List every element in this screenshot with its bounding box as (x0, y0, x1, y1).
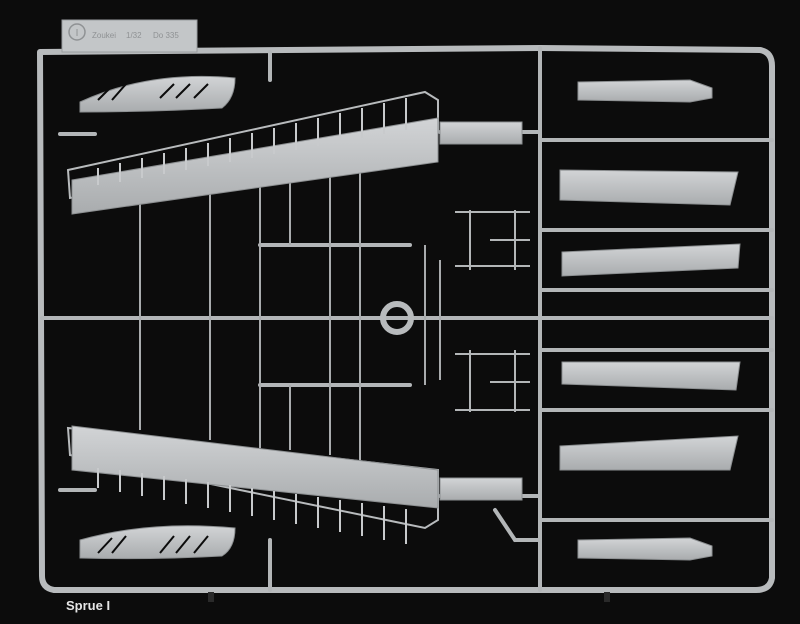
center-ring (380, 301, 414, 335)
tab-brand-marking: Zoukei (92, 31, 116, 40)
tab-scale-marking: 1/32 (126, 31, 142, 40)
sprue-frame (37, 45, 775, 593)
upper-bay-frame (79, 75, 236, 113)
sprue-runners (40, 46, 774, 592)
upper-wing-spar (66, 90, 523, 215)
lower-bay-frame (79, 525, 236, 560)
right-parts (559, 79, 741, 561)
center-small-parts (455, 210, 530, 412)
sprue-caption: Sprue I (66, 598, 111, 613)
lower-wing-spar (66, 425, 523, 544)
svg-text:I: I (76, 28, 79, 39)
sprue-pegs (208, 592, 610, 602)
sprue-tab: I Zoukei 1/32 Do 335 (61, 19, 198, 53)
sprue-rods (139, 160, 441, 460)
tab-type-marking: Do 335 (153, 31, 179, 40)
